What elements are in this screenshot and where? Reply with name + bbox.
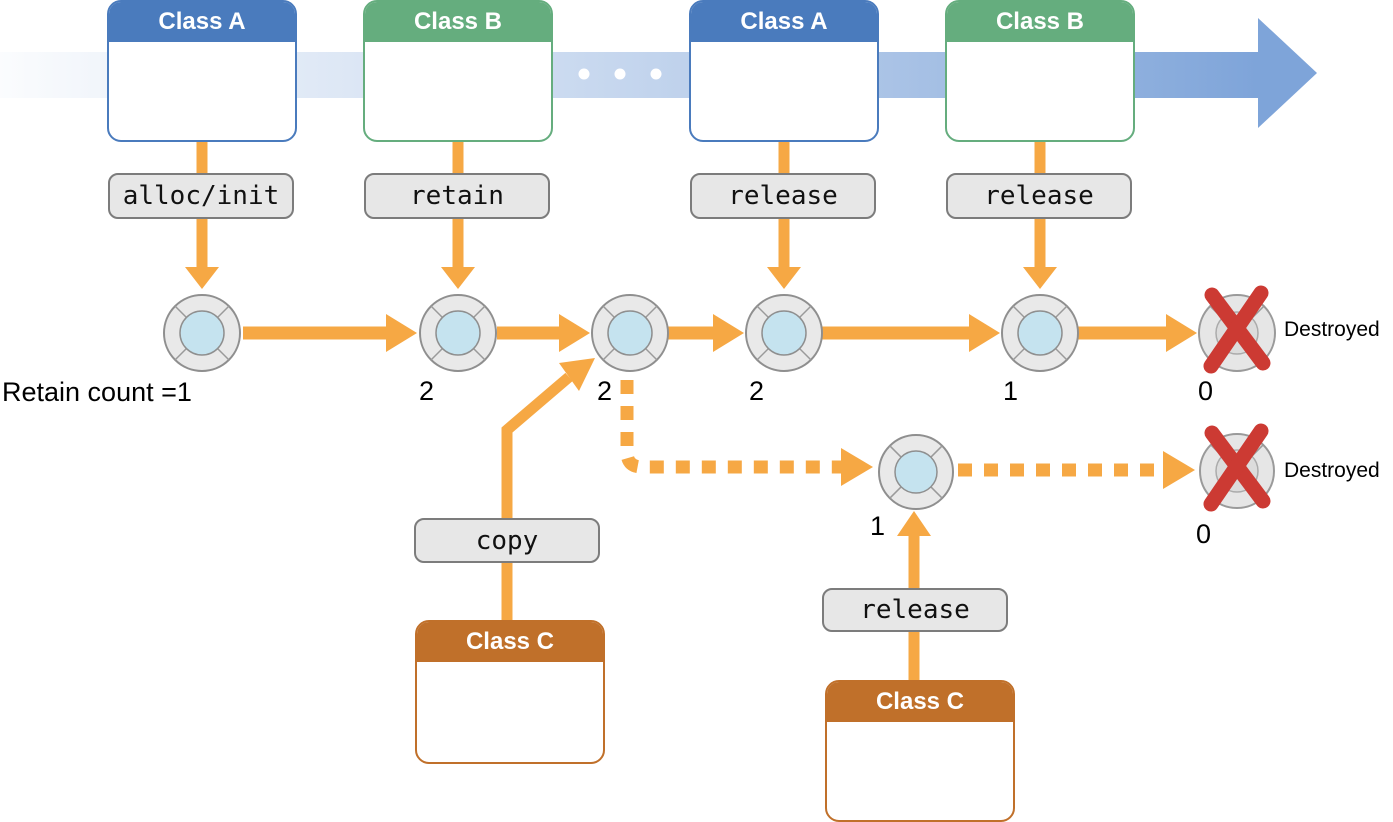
destroyed-label-2: Destroyed xyxy=(1284,459,1380,482)
class-box-title: Class A xyxy=(740,8,828,35)
retain-count-start: Retain count =1 xyxy=(2,377,192,407)
class-box-title: Class B xyxy=(995,8,1085,35)
retain-count-0: 0 xyxy=(1198,376,1214,406)
timeline-arrowhead-icon xyxy=(1258,18,1317,128)
object-icon xyxy=(419,294,497,372)
class-box-b1: Class B xyxy=(363,0,553,142)
retain-count-copy-0: 0 xyxy=(1196,519,1212,549)
arrow-object-3-4 xyxy=(668,314,744,352)
method-label-copy: copy xyxy=(414,518,600,563)
class-box-a1: Class A xyxy=(107,0,297,142)
class-box-header: Class B xyxy=(947,2,1133,42)
class-box-header: Class A xyxy=(691,2,877,42)
method-label-release-2: release xyxy=(946,173,1132,219)
class-box-c2: Class C xyxy=(825,680,1015,822)
arrow-object-1-2 xyxy=(243,314,417,352)
object-icon xyxy=(163,294,241,372)
class-box-title: Class C xyxy=(875,688,965,715)
object-icon xyxy=(745,294,823,372)
ellipsis-dots-icon xyxy=(578,68,662,80)
dashed-arrow-copy-branch xyxy=(620,380,873,486)
class-box-header: Class C xyxy=(417,622,603,662)
retain-count-2b: 2 xyxy=(597,376,613,406)
object-icon xyxy=(878,434,954,510)
method-label-alloc-init: alloc/init xyxy=(108,173,294,219)
arrow-object-4-5 xyxy=(822,314,1000,352)
class-box-title: Class C xyxy=(465,628,555,655)
destroyed-object-icon xyxy=(1198,285,1276,374)
retain-count-2c: 2 xyxy=(749,376,765,406)
retain-count-copy-1: 1 xyxy=(870,511,886,541)
dashed-arrow-copy-destroyed xyxy=(958,451,1195,489)
class-box-header: Class C xyxy=(827,682,1013,722)
method-label-release-1: release xyxy=(690,173,876,219)
object-icon xyxy=(591,294,669,372)
retain-count-2a: 2 xyxy=(419,376,435,406)
class-box-c1: Class C xyxy=(415,620,605,764)
class-box-b2: Class B xyxy=(945,0,1135,142)
arrow-copy xyxy=(501,358,595,620)
arrow-object-2-3 xyxy=(497,314,590,352)
destroyed-label-1: Destroyed xyxy=(1284,318,1380,341)
class-box-a2: Class A xyxy=(689,0,879,142)
retain-count-1: 1 xyxy=(1003,376,1019,406)
class-box-title: Class B xyxy=(413,8,503,35)
arrow-object-5-destroyed xyxy=(1078,314,1197,352)
method-label-retain: retain xyxy=(364,173,550,219)
method-label-release-copy: release xyxy=(822,588,1008,632)
object-icon xyxy=(1001,294,1079,372)
class-box-header: Class B xyxy=(365,2,551,42)
class-box-header: Class A xyxy=(109,2,295,42)
destroyed-object-icon xyxy=(1199,423,1275,512)
class-box-title: Class A xyxy=(158,8,246,35)
